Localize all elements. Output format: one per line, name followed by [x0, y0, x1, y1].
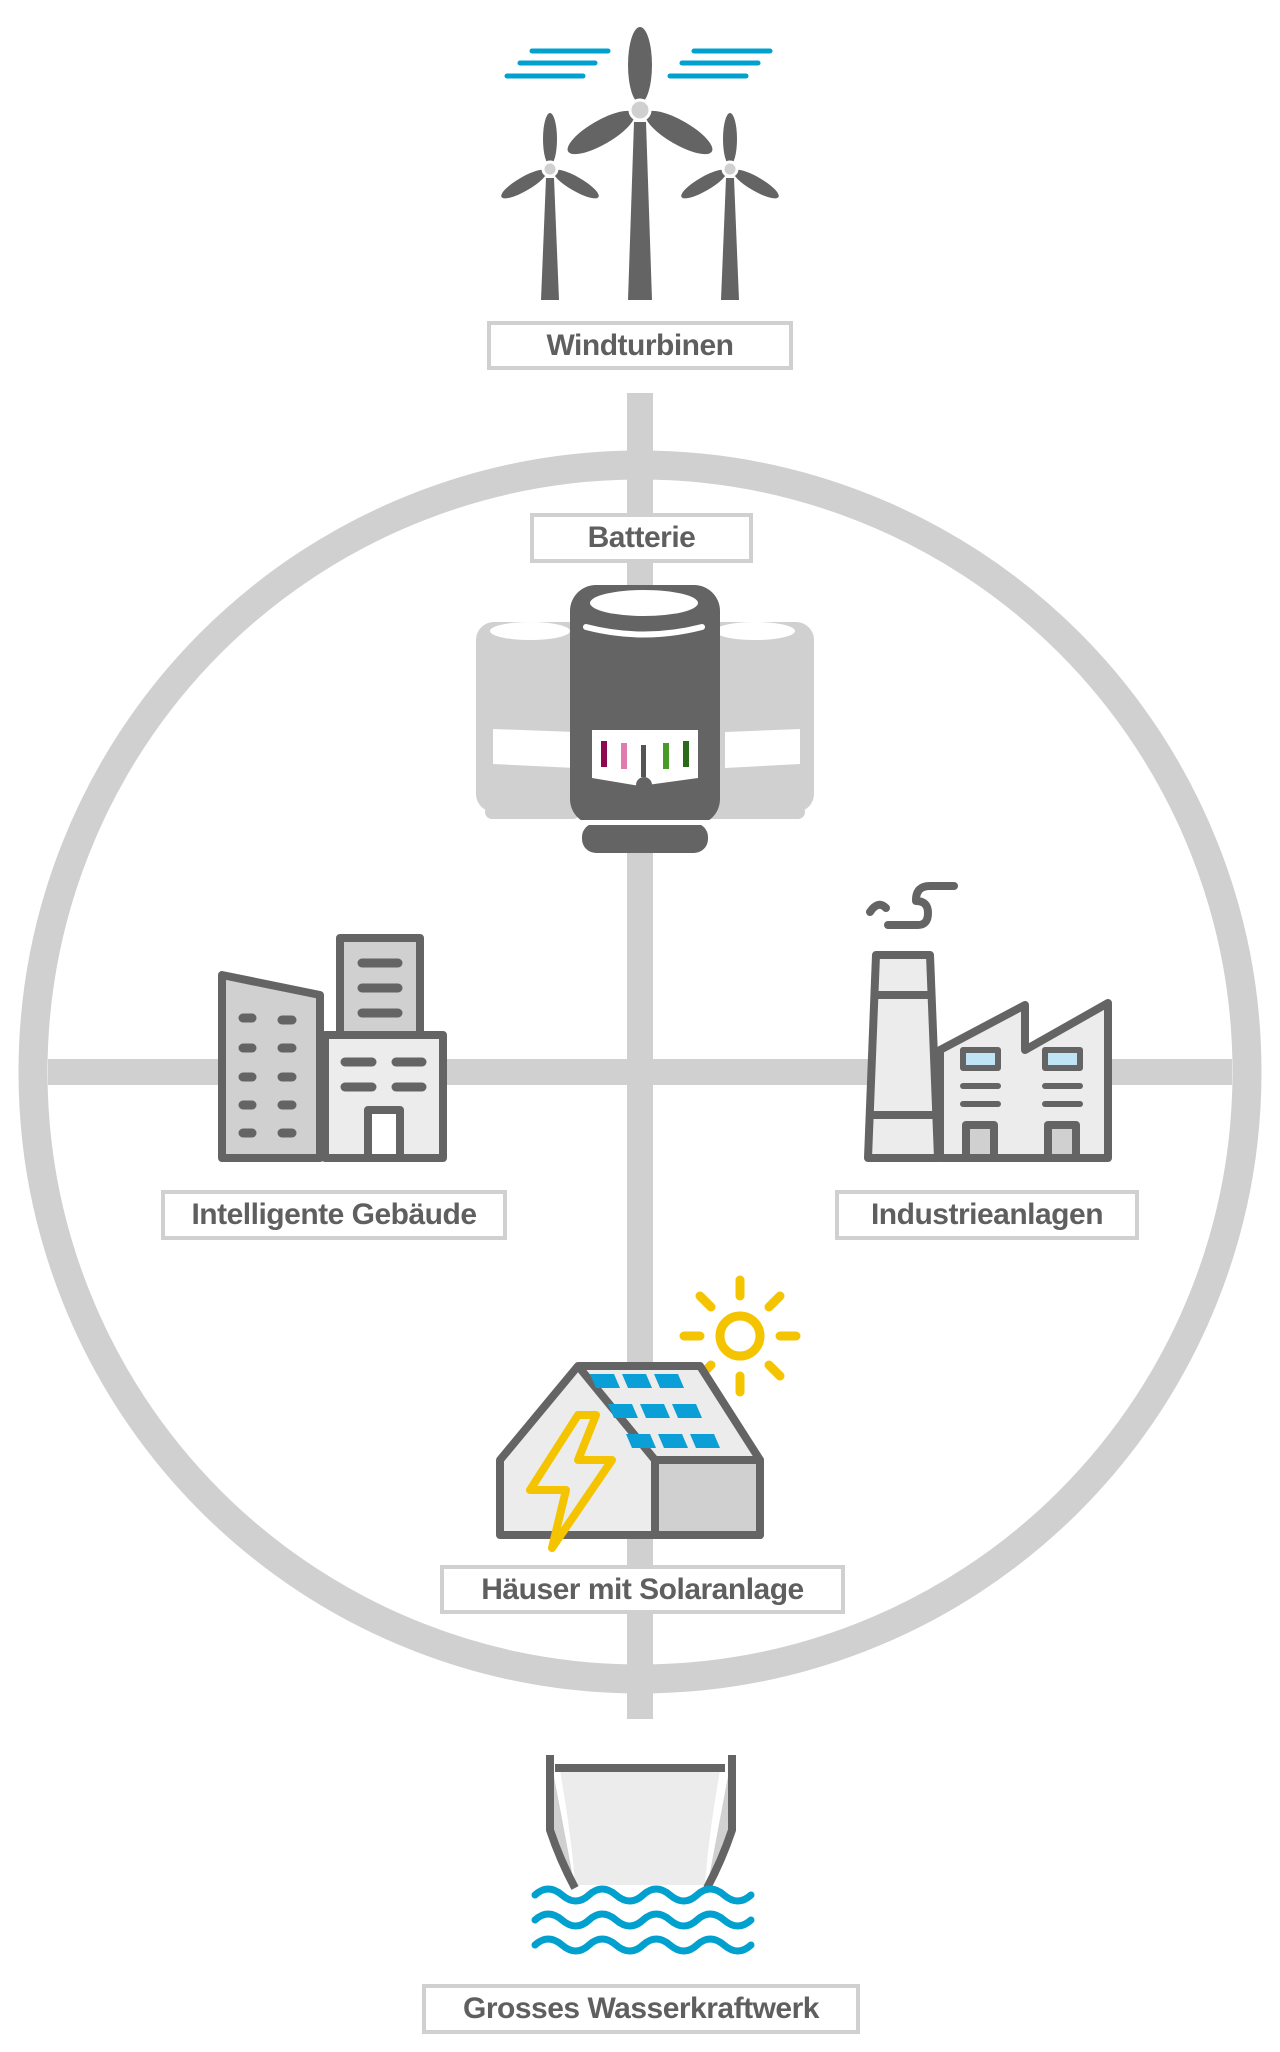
solar-house-icon	[496, 1362, 764, 1552]
label-haeuser-mit-solaranlage: Häuser mit Solaranlage	[440, 1565, 845, 1614]
factory-icon	[864, 882, 1112, 1162]
label-windturbinen: Windturbinen	[487, 321, 793, 370]
wind-lines-icon	[504, 48, 773, 79]
wind-turbines-icon	[501, 27, 779, 300]
battery-icon	[476, 585, 814, 853]
lightning-icon	[526, 1411, 616, 1552]
smart-buildings-icon	[218, 934, 447, 1162]
hydro-dam-icon	[531, 1755, 755, 1955]
smoke-icon	[866, 882, 958, 929]
label-grosses-wasserkraftwerk: Grosses Wasserkraftwerk	[422, 1984, 860, 2034]
label-intelligente-gebaeude: Intelligente Gebäude	[161, 1190, 507, 1240]
solar-panels-icon	[590, 1374, 720, 1448]
label-batterie: Batterie	[530, 513, 753, 563]
water-waves-icon	[531, 1885, 755, 1955]
label-industrieanlagen: Industrieanlagen	[835, 1190, 1139, 1240]
